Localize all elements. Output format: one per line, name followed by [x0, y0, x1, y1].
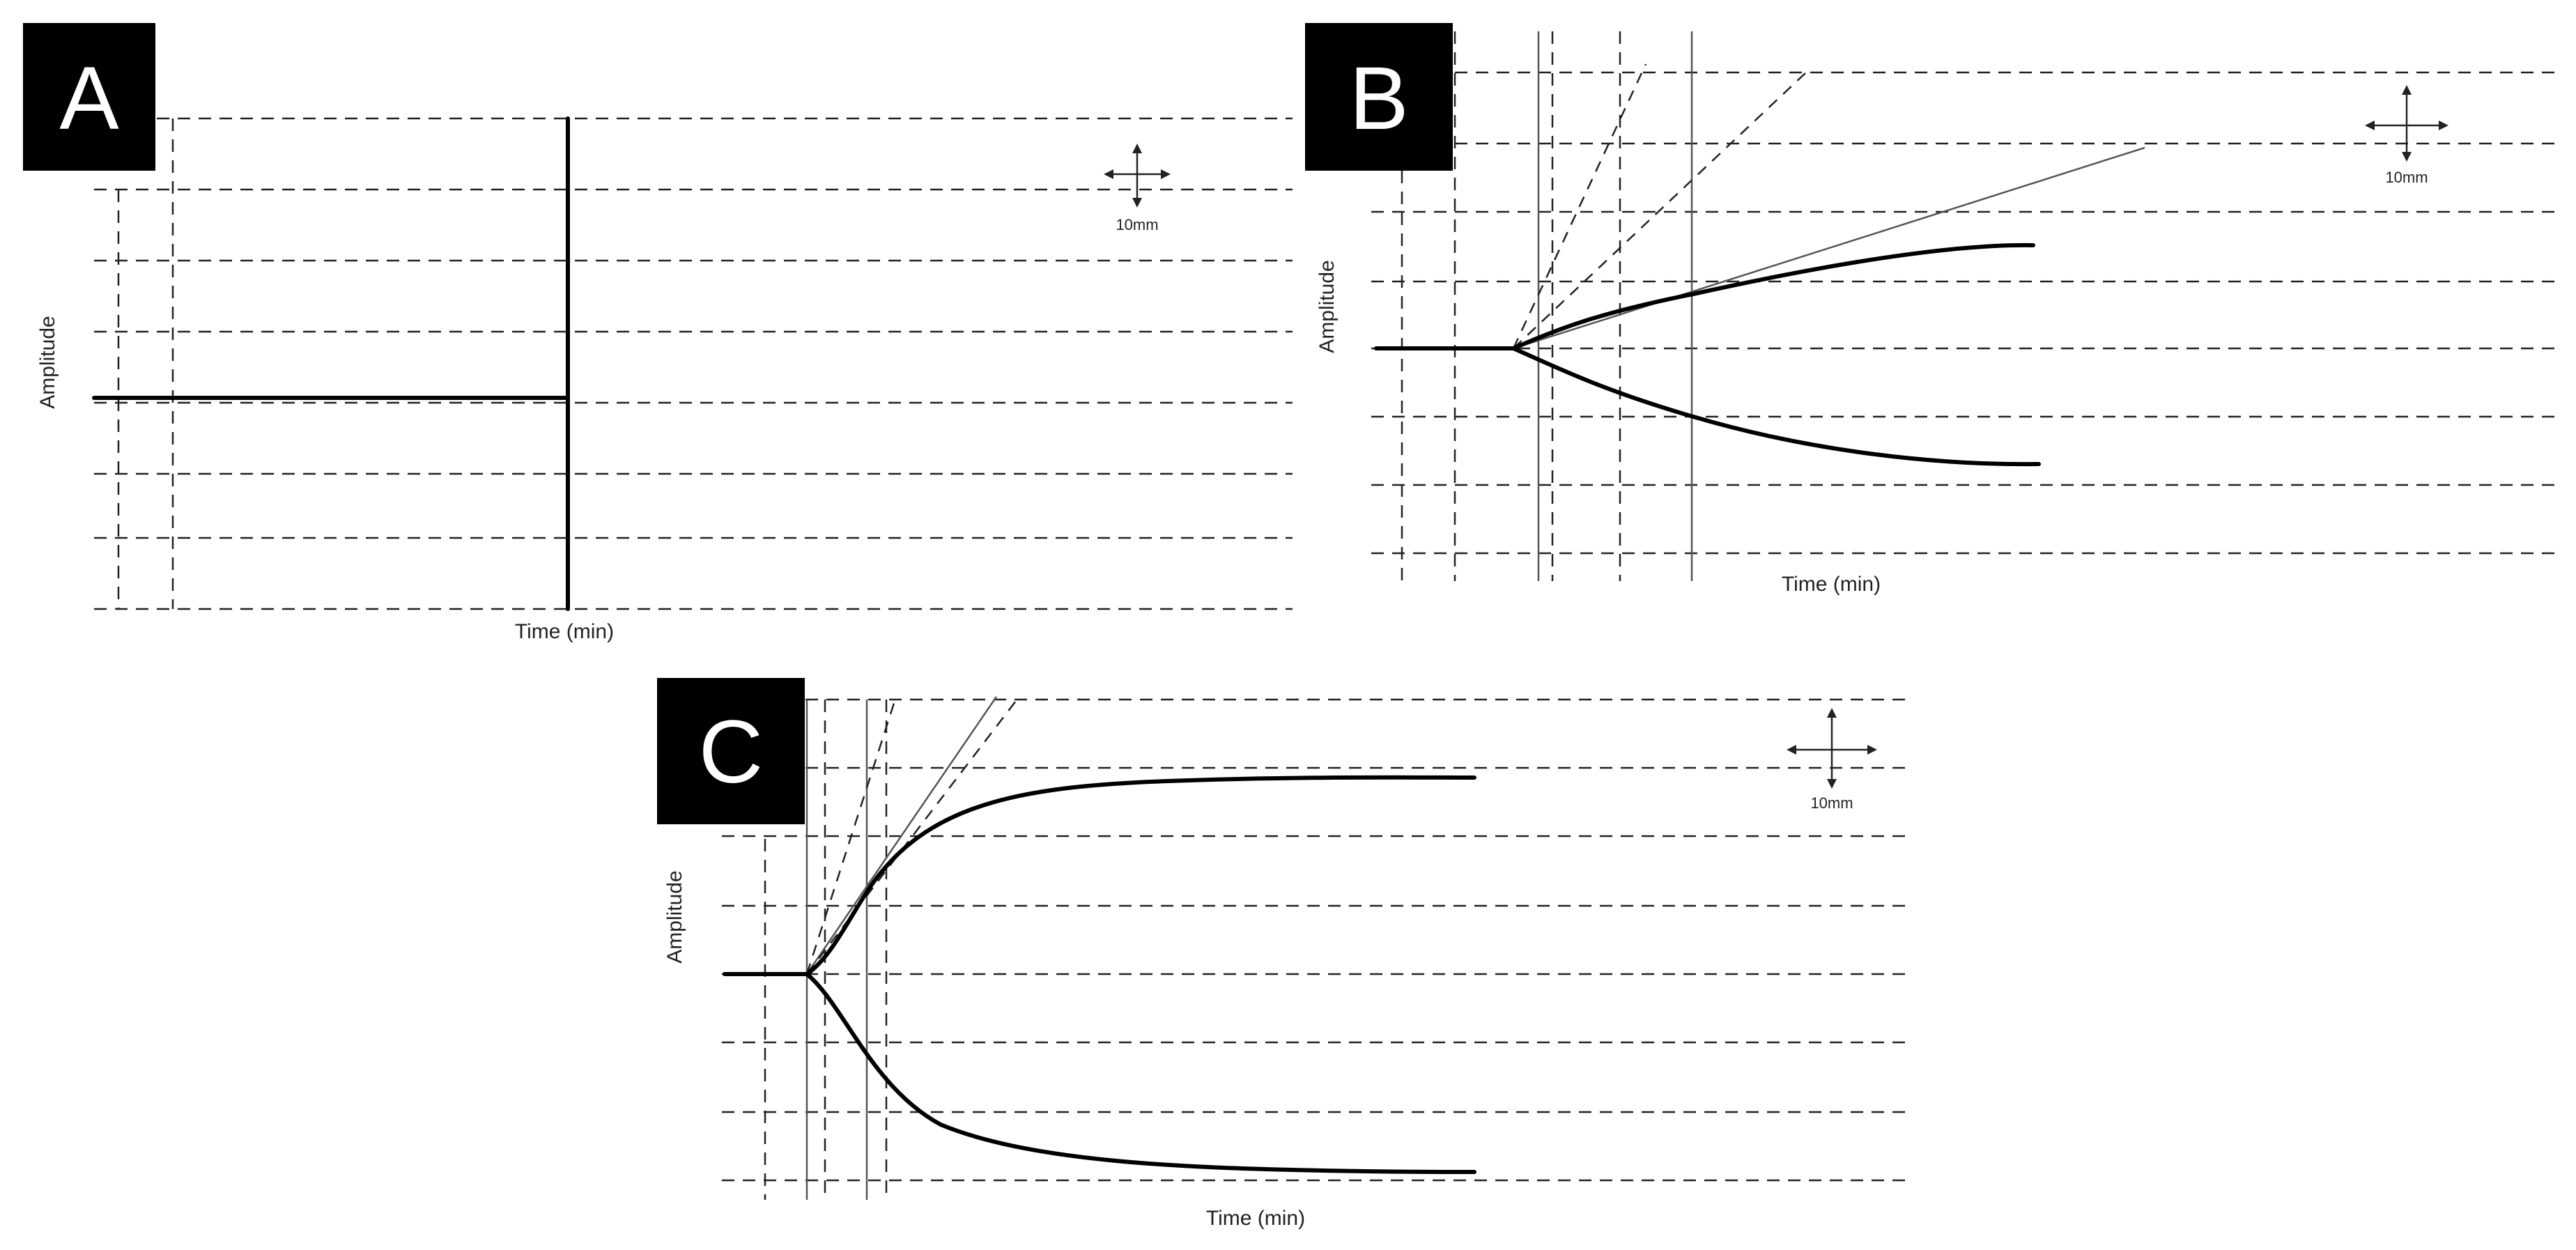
tangent-line [806, 700, 1017, 975]
panel-a: A Amplitude Time (min) 10mm [23, 23, 1293, 643]
panel-a-xlabel: Time (min) [515, 620, 614, 643]
tangent-line [1513, 72, 1807, 349]
tangent-line [1513, 146, 2145, 350]
panel-b-scale-label: 10mm [2385, 169, 2428, 186]
panel-c: C Amplitude Time (min) 10mm [657, 678, 1911, 1230]
panel-c-label: C [699, 702, 763, 802]
panel-b-label-box [1305, 23, 1453, 171]
panel-c-xlabel: Time (min) [1206, 1207, 1305, 1230]
panel-b: B Amplitude Time (min) 10mm [1305, 23, 2557, 596]
panel-b-lower-trace [1511, 346, 2041, 467]
tangent-line [805, 696, 998, 975]
panel-a-scale-label: 10mm [1116, 216, 1158, 233]
panel-c-lower-trace [805, 972, 1476, 1174]
panel-a-ylabel: Amplitude [36, 316, 59, 408]
panel-c-tangents [805, 696, 1017, 975]
panel-c-scale-cross-icon [1787, 708, 1877, 789]
panel-c-ylabel: Amplitude [663, 870, 686, 963]
tangent-line [1512, 63, 1647, 349]
panel-b-reference-lines [1513, 31, 2145, 581]
panel-a-grid [94, 117, 1293, 610]
panel-b-xlabel: Time (min) [1782, 573, 1881, 596]
panel-a-label-box [23, 23, 155, 171]
panel-c-scale-label: 10mm [1810, 794, 1853, 812]
panel-a-scale-cross-icon [1104, 144, 1171, 208]
panel-b-label: B [1349, 49, 1408, 148]
panel-b-grid [1371, 31, 2557, 581]
panel-c-upper-trace [805, 775, 1476, 976]
panel-a-label: A [59, 49, 119, 148]
panel-c-grid [722, 698, 1911, 1200]
panel-c-label-box [657, 678, 805, 824]
panel-b-tangents [1512, 63, 1807, 349]
panel-b-scale-cross-icon [2365, 85, 2448, 162]
panel-b-ylabel: Amplitude [1316, 260, 1339, 353]
panel-b-upper-trace [1511, 242, 2035, 350]
tangent-line [805, 696, 897, 975]
panel-c-reference-lines [805, 696, 998, 1200]
